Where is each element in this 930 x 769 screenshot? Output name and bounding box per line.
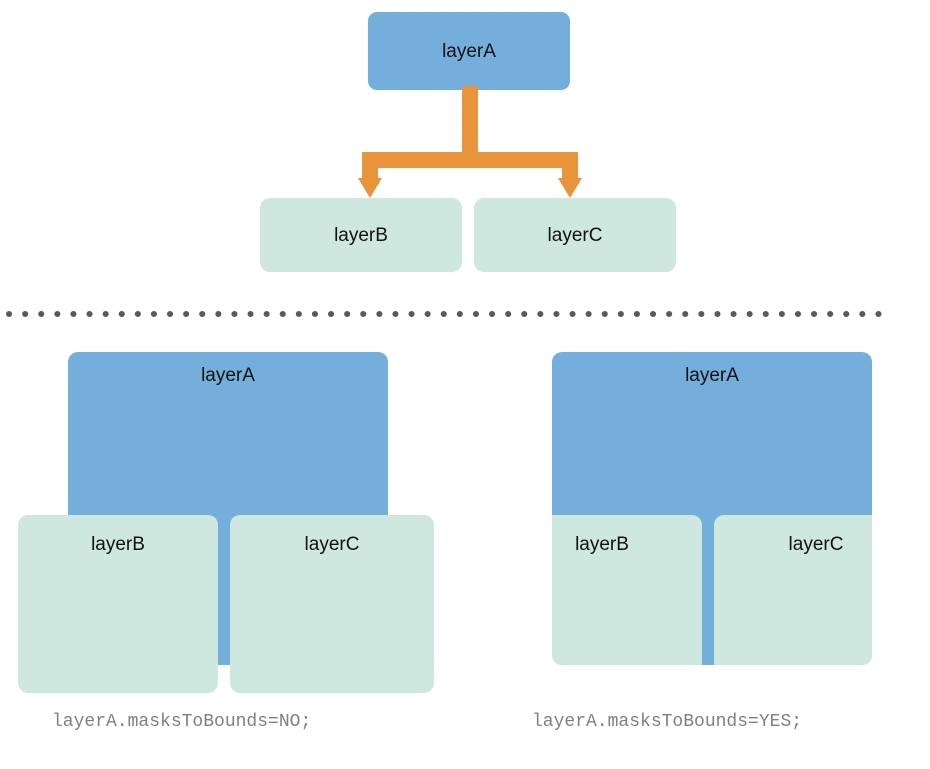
no-layer-a-label: layerA bbox=[201, 365, 255, 386]
tree-node-layer-c: layerC bbox=[474, 198, 676, 272]
caption-masks-to-bounds-yes: layerA.masksToBounds=YES; bbox=[532, 712, 803, 732]
yes-layer-c-box: layerC bbox=[714, 515, 872, 665]
yes-layer-b-box: layerB bbox=[552, 515, 702, 665]
arrowhead-to-layer-c bbox=[558, 178, 582, 198]
tree-node-layer-c-label: layerC bbox=[547, 225, 603, 246]
tree-node-layer-a-label: layerA bbox=[442, 41, 496, 62]
connector-crossbar bbox=[362, 152, 578, 168]
arrowhead-to-layer-b bbox=[358, 178, 382, 198]
tree-node-layer-b: layerB bbox=[260, 198, 462, 272]
tree-connector-arrows bbox=[358, 86, 582, 198]
demo-masks-to-bounds-yes: layerA layerB layerC bbox=[530, 340, 930, 720]
no-layer-b-box: layerB bbox=[18, 515, 218, 693]
yes-layer-a-box: layerA layerB layerC bbox=[552, 352, 872, 665]
no-layer-c-label: layerC bbox=[304, 534, 360, 555]
no-layer-c-box: layerC bbox=[230, 515, 434, 693]
tree-node-layer-b-label: layerB bbox=[334, 225, 388, 246]
yes-layer-c-label: layerC bbox=[788, 534, 844, 555]
connector-right-drop bbox=[562, 152, 578, 182]
caption-masks-to-bounds-no: layerA.masksToBounds=NO; bbox=[52, 712, 312, 732]
section-divider-dotted-line bbox=[6, 311, 886, 317]
connector-stem bbox=[462, 86, 478, 168]
tree-node-layer-a: layerA bbox=[368, 12, 570, 90]
yes-layer-a-label: layerA bbox=[685, 365, 739, 386]
demo-masks-to-bounds-no: layerA layerB layerC bbox=[0, 340, 465, 720]
no-layer-b-label: layerB bbox=[91, 534, 145, 555]
yes-layer-b-label: layerB bbox=[575, 534, 629, 555]
connector-left-drop bbox=[362, 152, 378, 182]
